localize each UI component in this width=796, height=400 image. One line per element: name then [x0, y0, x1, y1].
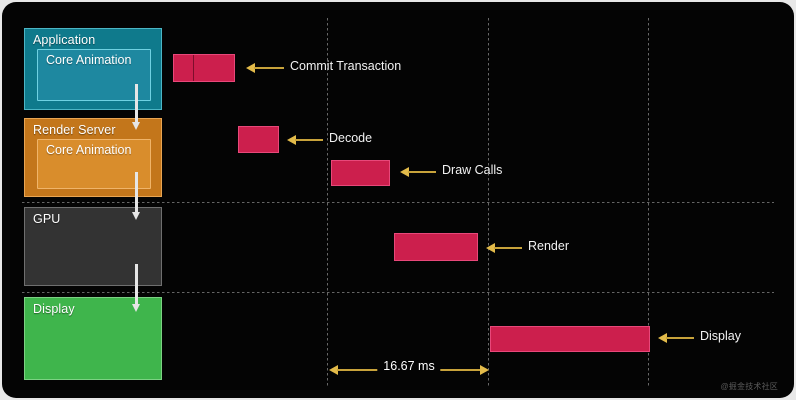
- measurement-label: 16.67 ms: [377, 359, 441, 373]
- flow-arrow-render-server-to-gpu: [132, 172, 141, 220]
- lane-gpu-label: GPU: [33, 212, 61, 226]
- gridline-vertical-1: [327, 18, 328, 388]
- bar-commit-transaction-divider: [193, 55, 194, 81]
- callout-commit-transaction-shaft: [254, 67, 284, 69]
- gridline-vertical-3: [648, 18, 649, 388]
- lane-gpu: GPU: [24, 207, 162, 286]
- callout-draw-calls-arrowhead: [400, 167, 409, 177]
- callout-decode-shaft: [295, 139, 323, 141]
- watermark: @掘金技术社区: [720, 382, 778, 391]
- lane-application: Application Core Animation: [24, 28, 162, 110]
- callout-decode-arrowhead: [287, 135, 296, 145]
- measurement-arrowhead-left: [329, 365, 338, 375]
- bar-render: [394, 233, 478, 261]
- callout-draw-calls-shaft: [408, 171, 436, 173]
- bar-display: [490, 326, 650, 352]
- callout-commit-transaction-label: Commit Transaction: [290, 59, 402, 73]
- lane-render-server-core-animation-label: Core Animation: [46, 143, 132, 157]
- lane-display-label: Display: [33, 302, 75, 316]
- bar-commit-transaction: [173, 54, 235, 82]
- bar-decode: [238, 126, 279, 153]
- lane-render-server-core-animation-box: Core Animation: [37, 139, 151, 189]
- callout-display-shaft: [666, 337, 694, 339]
- callout-commit-transaction-arrowhead: [246, 63, 255, 73]
- lane-render-server: Render Server Core Animation: [24, 118, 162, 197]
- measurement-16-67-ms: 16.67 ms: [329, 359, 489, 378]
- gridline-vertical-2: [488, 18, 489, 388]
- lane-display: Display: [24, 297, 162, 380]
- callout-display-label: Display: [700, 329, 741, 343]
- callout-decode-label: Decode: [329, 131, 373, 145]
- bar-draw-calls: [331, 160, 390, 186]
- gridline-horizontal-1: [22, 202, 774, 203]
- lane-application-label: Application: [33, 33, 96, 47]
- callout-render-label: Render: [528, 239, 569, 253]
- lane-application-core-animation-box: Core Animation: [37, 49, 151, 101]
- flow-arrow-application-to-render-server: [132, 84, 141, 130]
- callout-display-arrowhead: [658, 333, 667, 343]
- callout-render-arrowhead: [486, 243, 495, 253]
- lane-render-server-label: Render Server: [33, 123, 116, 137]
- callout-render-shaft: [494, 247, 522, 249]
- gridline-horizontal-2: [22, 292, 774, 293]
- measurement-arrowhead-right: [480, 365, 489, 375]
- lane-application-core-animation-label: Core Animation: [46, 53, 132, 67]
- flow-arrow-gpu-to-display: [132, 264, 141, 312]
- callout-draw-calls-label: Draw Calls: [442, 163, 503, 177]
